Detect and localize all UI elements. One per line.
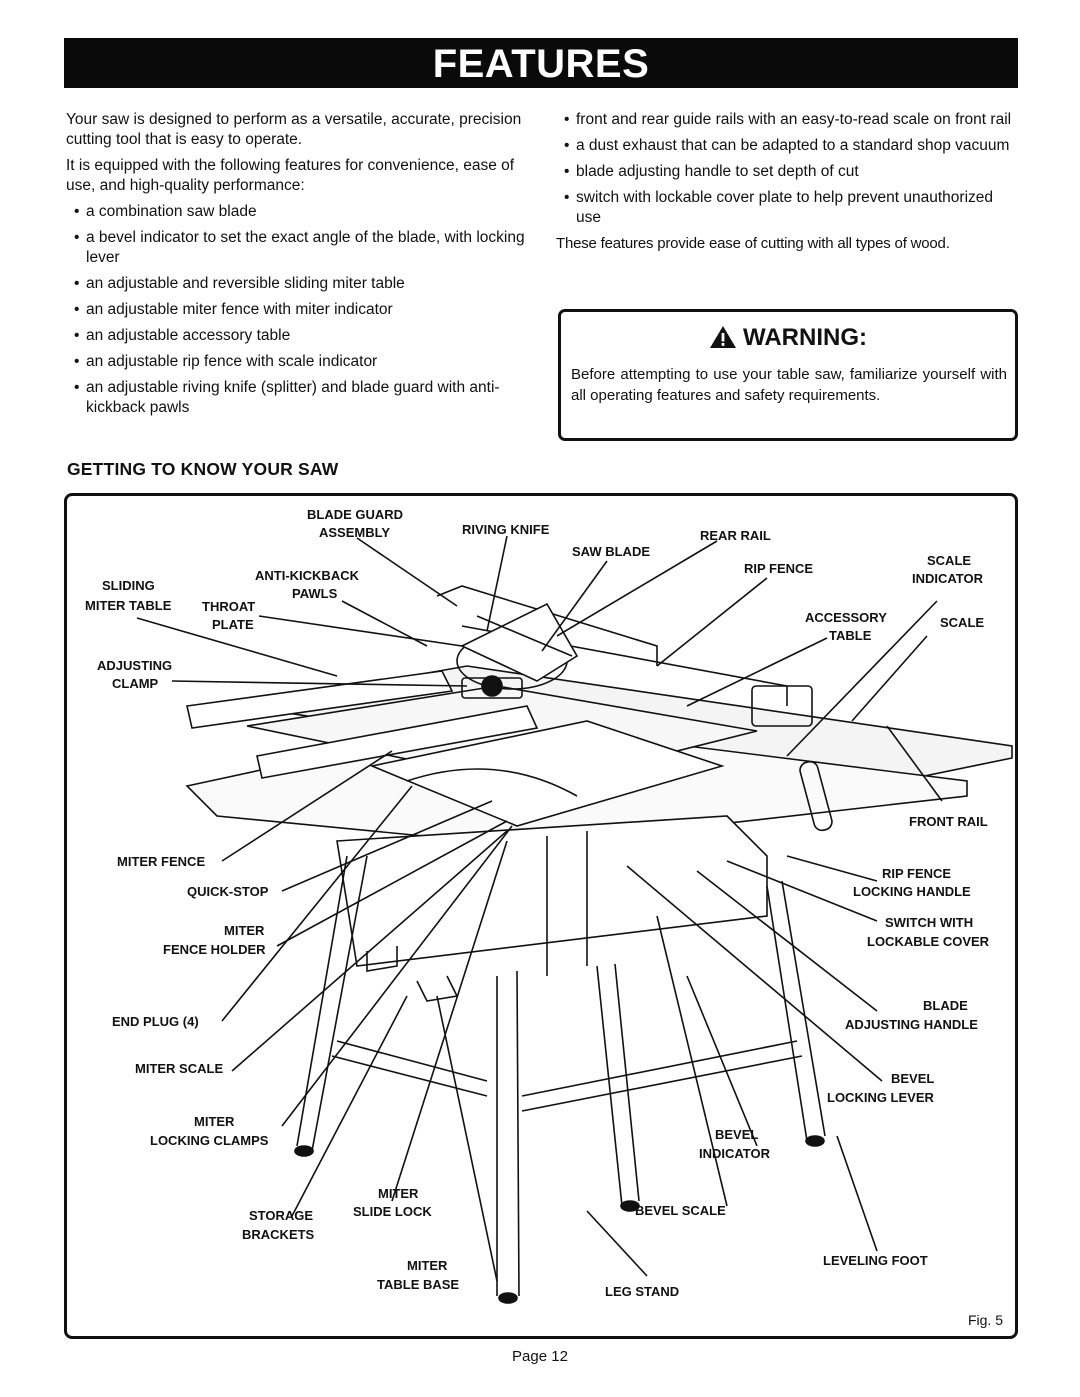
feature-item: an adjustable and reversible sliding mit…: [66, 274, 526, 294]
label-blade-adj-2: ADJUSTING HANDLE: [845, 1017, 978, 1032]
label-bevel-indicator-2: INDICATOR: [699, 1146, 771, 1161]
section-title: GETTING TO KNOW YOUR SAW: [67, 459, 339, 479]
intro-paragraph-2: It is equipped with the following featur…: [66, 157, 515, 194]
figure-caption: Fig. 5: [967, 1312, 1003, 1328]
figure-labels: BLADE GUARD ASSEMBLY RIVING KNIFE REAR R…: [85, 507, 990, 1299]
label-sliding: SLIDING: [102, 578, 155, 593]
label-saw-blade: SAW BLADE: [572, 544, 650, 559]
label-sliding-2: MITER TABLE: [85, 598, 172, 613]
feature-item: a combination saw blade: [66, 202, 526, 222]
label-table-base-2: TABLE BASE: [377, 1277, 459, 1292]
label-accessory-2: TABLE: [829, 628, 872, 643]
label-riving-knife: RIVING KNIFE: [462, 522, 550, 537]
label-bevel-scale: BEVEL SCALE: [635, 1203, 726, 1218]
warning-heading-text: WARNING:: [743, 324, 867, 351]
label-switch-2: LOCKABLE COVER: [867, 934, 990, 949]
label-miter-fence: MITER FENCE: [117, 854, 205, 869]
label-fence-holder: MITER: [224, 923, 265, 938]
label-storage: STORAGE: [249, 1208, 313, 1223]
label-bevel-lever-2: LOCKING LEVER: [827, 1090, 935, 1105]
intro-paragraph-1: Your saw is designed to perform as a ver…: [66, 111, 522, 148]
warning-box: WARNING: Before attempting to use your t…: [558, 309, 1018, 441]
warning-text: Before attempting to use your table saw,…: [571, 366, 1007, 404]
label-rear-rail: REAR RAIL: [700, 528, 771, 543]
label-accessory: ACCESSORY: [805, 610, 887, 625]
label-table-base: MITER: [407, 1258, 448, 1273]
label-scale-indicator: SCALE: [927, 553, 971, 568]
label-anti-kickback-2: PAWLS: [292, 586, 338, 601]
features-title: FEATURES: [64, 38, 1018, 88]
callout-lines: [136, 535, 943, 1282]
label-leg-stand: LEG STAND: [605, 1284, 679, 1299]
label-switch: SWITCH WITH: [885, 915, 973, 930]
label-miter-clamps: MITER: [194, 1114, 235, 1129]
label-adjusting: ADJUSTING: [97, 658, 172, 673]
label-slide-lock: MITER: [378, 1186, 419, 1201]
label-storage-2: BRACKETS: [242, 1227, 315, 1242]
label-scale: SCALE: [940, 615, 984, 630]
label-quick-stop: QUICK-STOP: [187, 884, 269, 899]
right-column: front and rear guide rails with an easy-…: [556, 110, 1022, 260]
label-end-plug: END PLUG (4): [112, 1014, 199, 1029]
label-slide-lock-2: SLIDE LOCK: [353, 1204, 432, 1219]
label-bevel-indicator: BEVEL: [715, 1127, 758, 1142]
closing-sentence: These features provide ease of cutting w…: [556, 235, 950, 252]
feature-item: switch with lockable cover plate to help…: [556, 188, 1022, 228]
label-rip-fence: RIP FENCE: [744, 561, 813, 576]
feature-item: an adjustable rip fence with scale indic…: [66, 352, 526, 372]
label-leveling-foot: LEVELING FOOT: [823, 1253, 928, 1268]
label-blade-guard-2: ASSEMBLY: [319, 525, 390, 540]
label-throat-2: PLATE: [212, 617, 254, 632]
label-blade-guard: BLADE GUARD: [307, 507, 403, 522]
saw-figure: BLADE GUARD ASSEMBLY RIVING KNIFE REAR R…: [64, 493, 1018, 1339]
warning-heading: WARNING:: [561, 324, 1015, 352]
feature-item: a bevel indicator to set the exact angle…: [66, 228, 526, 268]
label-fence-holder-2: FENCE HOLDER: [163, 942, 266, 957]
label-anti-kickback: ANTI-KICKBACK: [255, 568, 360, 583]
saw-drawing: [185, 585, 1013, 1304]
label-rip-handle-2: LOCKING HANDLE: [853, 884, 971, 899]
label-throat: THROAT: [202, 599, 255, 614]
label-miter-clamps-2: LOCKING CLAMPS: [150, 1133, 269, 1148]
feature-item: a dust exhaust that can be adapted to a …: [556, 136, 1022, 156]
left-feature-list: a combination saw blade a bevel indicato…: [66, 202, 526, 418]
page-number: Page 12: [512, 1348, 568, 1365]
right-feature-list: front and rear guide rails with an easy-…: [556, 110, 1022, 228]
label-miter-scale: MITER SCALE: [135, 1061, 223, 1076]
label-scale-indicator-2: INDICATOR: [912, 571, 984, 586]
feature-item: an adjustable riving knife (splitter) an…: [66, 378, 526, 418]
feature-item: an adjustable accessory table: [66, 326, 526, 346]
feature-item: front and rear guide rails with an easy-…: [556, 110, 1022, 130]
label-adjusting-2: CLAMP: [112, 676, 159, 691]
label-bevel-lever: BEVEL: [891, 1071, 934, 1086]
warning-triangle-icon: [710, 326, 736, 348]
feature-item: an adjustable miter fence with miter ind…: [66, 300, 526, 320]
table-saw-illustration: BLADE GUARD ASSEMBLY RIVING KNIFE REAR R…: [85, 507, 1013, 1304]
label-blade-adj: BLADE: [923, 998, 968, 1013]
left-column: Your saw is designed to perform as a ver…: [66, 110, 526, 424]
feature-item: blade adjusting handle to set depth of c…: [556, 162, 1022, 182]
label-front-rail: FRONT RAIL: [909, 814, 988, 829]
label-rip-handle: RIP FENCE: [882, 866, 951, 881]
